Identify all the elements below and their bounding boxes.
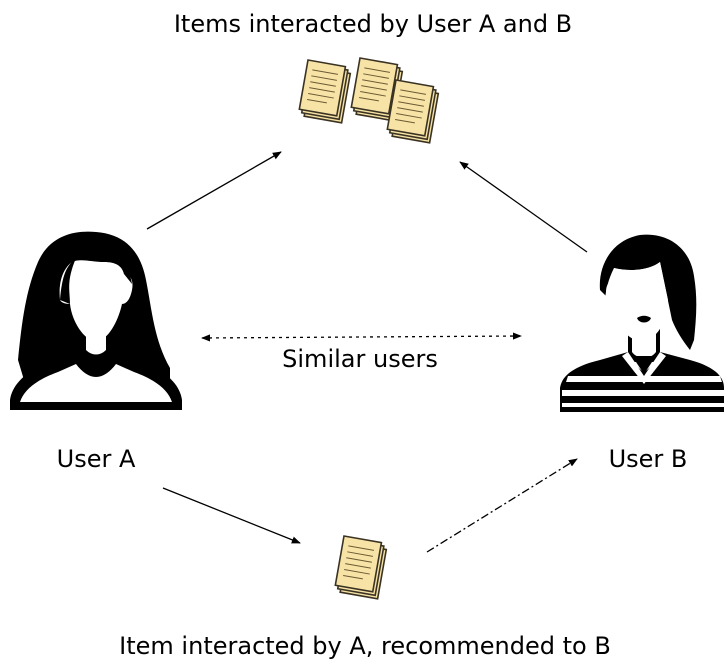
recommended-item-icon xyxy=(334,536,387,599)
arrow-user-a-to-shared-items xyxy=(146,151,282,230)
recommended-item-title: Item interacted by A, recommended to B xyxy=(119,632,611,660)
arrow-user-b-to-shared-items xyxy=(459,161,588,253)
shared-items-title: Items interacted by User A and B xyxy=(174,10,572,38)
user-b-label: User B xyxy=(609,445,688,473)
user-a-label: User A xyxy=(57,445,136,473)
similar-users-arrow xyxy=(201,332,522,342)
arrow-user-a-to-recommended-item xyxy=(162,487,301,544)
similar-users-label: Similar users xyxy=(282,345,438,373)
document-stack-icon xyxy=(386,80,439,143)
arrow-recommended-item-to-user-b xyxy=(426,458,578,553)
user-a-icon xyxy=(10,231,182,410)
document-stack-icon xyxy=(298,60,351,123)
shared-items-icon xyxy=(298,58,439,143)
user-b-icon xyxy=(560,234,724,412)
